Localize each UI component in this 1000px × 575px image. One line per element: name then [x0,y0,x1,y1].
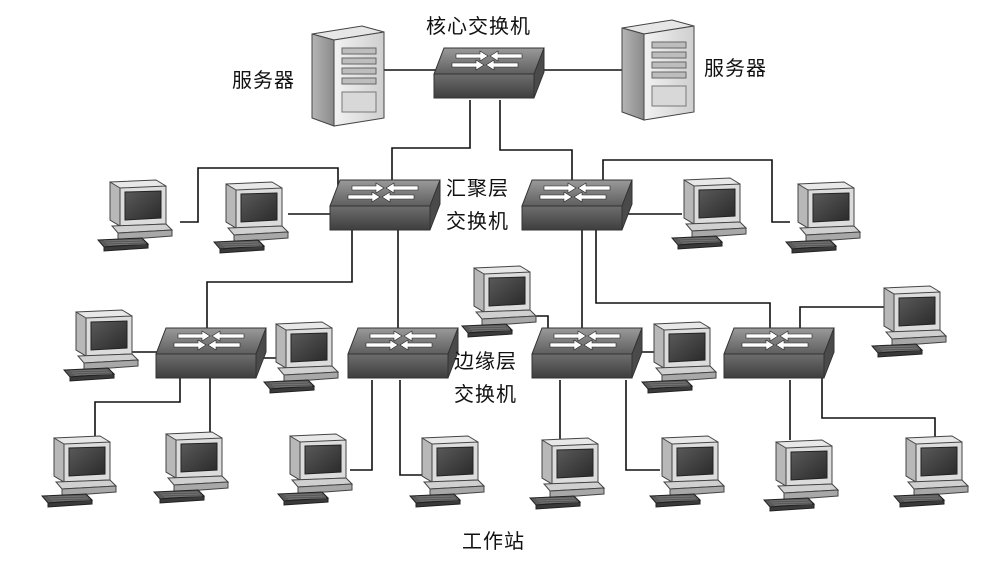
workstation-icon [649,435,725,508]
network-switch-icon core-switch [433,47,545,99]
workstation-icon [893,435,969,508]
link-edge1-pc-bl [94,378,181,440]
aggregation-switch-label-line1: 汇聚层 [446,176,509,200]
network-switch-icon edge-switch-3 [531,327,643,379]
link-edge4-pc-bm [821,372,936,440]
server-left-label: 服务器 [232,68,295,92]
server-right-label: 服务器 [704,56,767,80]
workstation-icon [277,433,353,506]
link-edge2-pc-bl [350,380,373,471]
workstation-icon [213,181,289,254]
network-switch-icon aggregation-switch-right [521,179,633,231]
link-core-agg-left [391,100,471,190]
workstation-icon [409,435,485,508]
edge-switch-label-line1: 边缘层 [454,349,517,373]
link-edge4-pc-top [799,306,893,336]
link-core-agg-right [499,100,573,190]
core-switch-label: 核心交换机 [426,14,531,38]
workstation-icon [41,435,117,508]
link-agg-left-edge1 [206,230,353,335]
workstation-icon [763,439,839,512]
network-switch-icon edge-switch-1 [155,327,267,379]
workstation-icon [641,321,717,394]
link-edge2-pc-bm [399,380,430,476]
network-switch-icon aggregation-switch-left [329,179,441,231]
workstation-icon [529,437,605,510]
workstation-icon [153,431,229,504]
link-agg-left-pc1 [180,167,339,223]
edge-switch-label-line2: 交换机 [454,382,517,406]
workstation-icon [63,309,139,382]
workstation-icon [671,177,747,250]
aggregation-switch-label-line2: 交换机 [446,209,509,233]
workstation-icon [97,179,173,252]
server-icon [621,19,695,121]
network-switch-icon edge-switch-2 [347,327,459,379]
link-agg-right-pc3 [602,159,790,223]
workstation-label: 工作站 [462,529,525,553]
workstation-icon [461,265,537,338]
network-switch-icon edge-switch-4 [723,327,835,379]
workstation-icon [871,285,947,358]
server-icon [311,25,385,127]
link-edge3-pc-bm [625,380,660,471]
workstation-icon [785,181,861,254]
link-agg-right-edge4 [595,230,771,340]
